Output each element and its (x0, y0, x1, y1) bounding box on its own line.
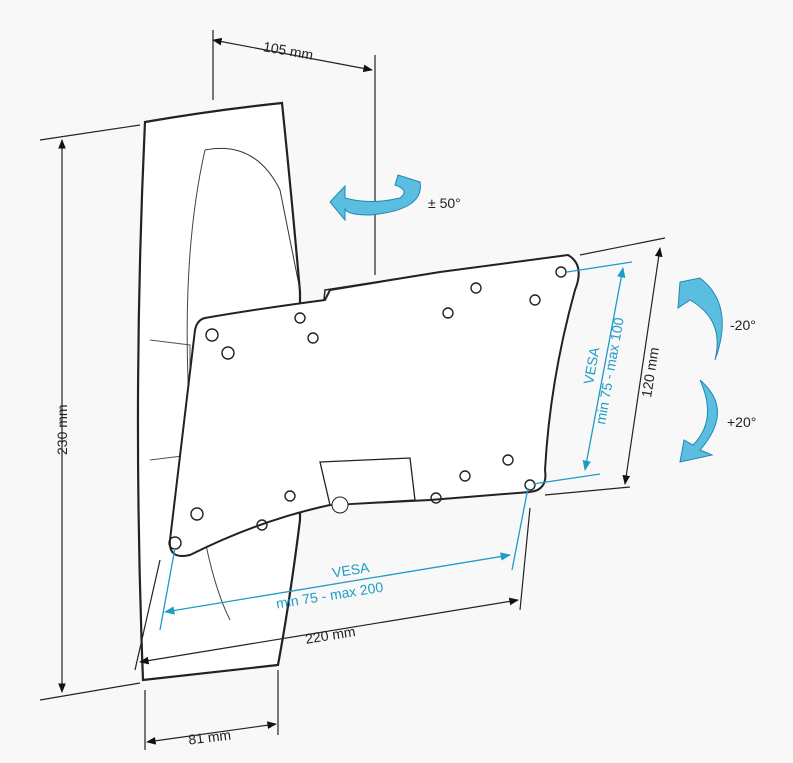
vesa-lines (159, 261, 633, 631)
mount-holes (168, 266, 567, 550)
swivel-angle-label: ± 50° (428, 195, 461, 211)
tilt-down-angle-label: +20° (727, 414, 756, 430)
plate-width-label: 220 mm (304, 623, 356, 647)
tilt-up-arrow-icon (677, 277, 723, 361)
mount-plate (168, 253, 580, 557)
swivel-arrow-icon (329, 174, 421, 222)
plate-height-label: 120 mm (638, 346, 662, 398)
depth-label: 105 mm (262, 38, 315, 63)
tilt-up-angle-label: -20° (730, 317, 756, 333)
tilt-down-arrow-icon (679, 379, 718, 463)
vesa-vertical-title: VESA (580, 345, 602, 385)
height-label: 230 mm (54, 404, 70, 455)
wall-width-label: 81 mm (187, 727, 231, 748)
vesa-horizontal-title: VESA (331, 559, 371, 581)
